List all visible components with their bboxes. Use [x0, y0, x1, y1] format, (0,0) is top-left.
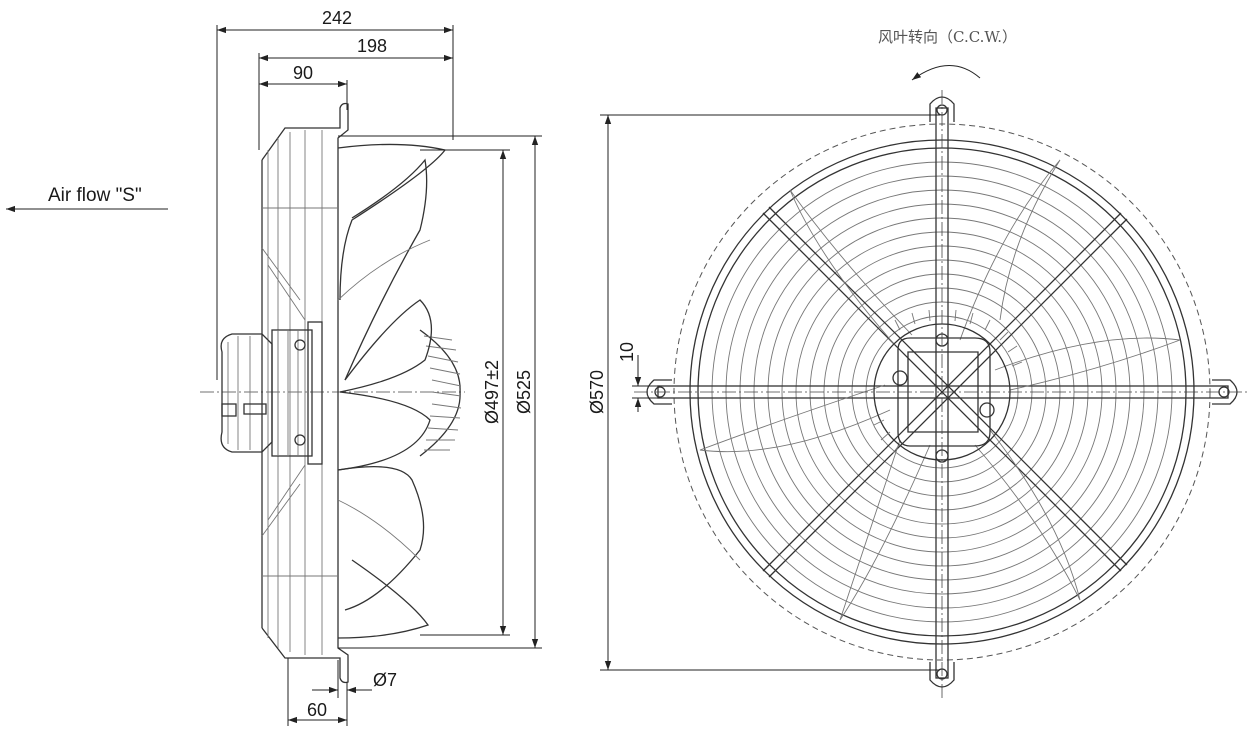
dimension-dia525-label: Ø525 — [514, 370, 534, 414]
rotation-note: 风叶转向（C.C.W.） — [878, 28, 1017, 46]
dimension-dia497-label: Ø497±2 — [482, 360, 502, 424]
dimension-60: 60 — [288, 700, 347, 724]
dimension-dia570: Ø570 — [587, 115, 612, 670]
dimension-dia525: Ø525 — [514, 136, 539, 648]
dimension-hole-label: Ø7 — [373, 670, 397, 690]
dimension-242: 242 — [217, 8, 453, 34]
side-view: 242 198 90 Air flow "S" — [6, 8, 542, 726]
dimension-hole: Ø7 — [312, 670, 397, 694]
fan-blades-side — [337, 143, 447, 639]
airflow-label: Air flow "S" — [48, 185, 142, 206]
guard-spokes — [657, 107, 1229, 679]
airflow-indicator: Air flow "S" — [6, 185, 168, 213]
dimension-242-label: 242 — [322, 8, 352, 28]
dimension-dia497: Ø497±2 — [482, 150, 507, 635]
dimension-198-label: 198 — [357, 36, 387, 56]
dimension-90-label: 90 — [293, 63, 313, 83]
dimension-90: 90 — [259, 63, 347, 88]
dimension-dia570-label: Ø570 — [587, 370, 607, 414]
motor-housing — [220, 321, 323, 465]
dimension-60-label: 60 — [307, 700, 327, 720]
rotation-indicator: 风叶转向（C.C.W.） — [878, 28, 1017, 81]
hub-fins — [419, 329, 462, 457]
dimension-198: 198 — [259, 36, 453, 62]
dimension-offset10-label: 10 — [617, 342, 637, 362]
dimension-offset10: 10 — [617, 342, 642, 412]
front-view: 风叶转向（C.C.W.） — [587, 28, 1250, 700]
side-guard — [261, 102, 349, 684]
fan-blades-front — [699, 159, 1181, 621]
